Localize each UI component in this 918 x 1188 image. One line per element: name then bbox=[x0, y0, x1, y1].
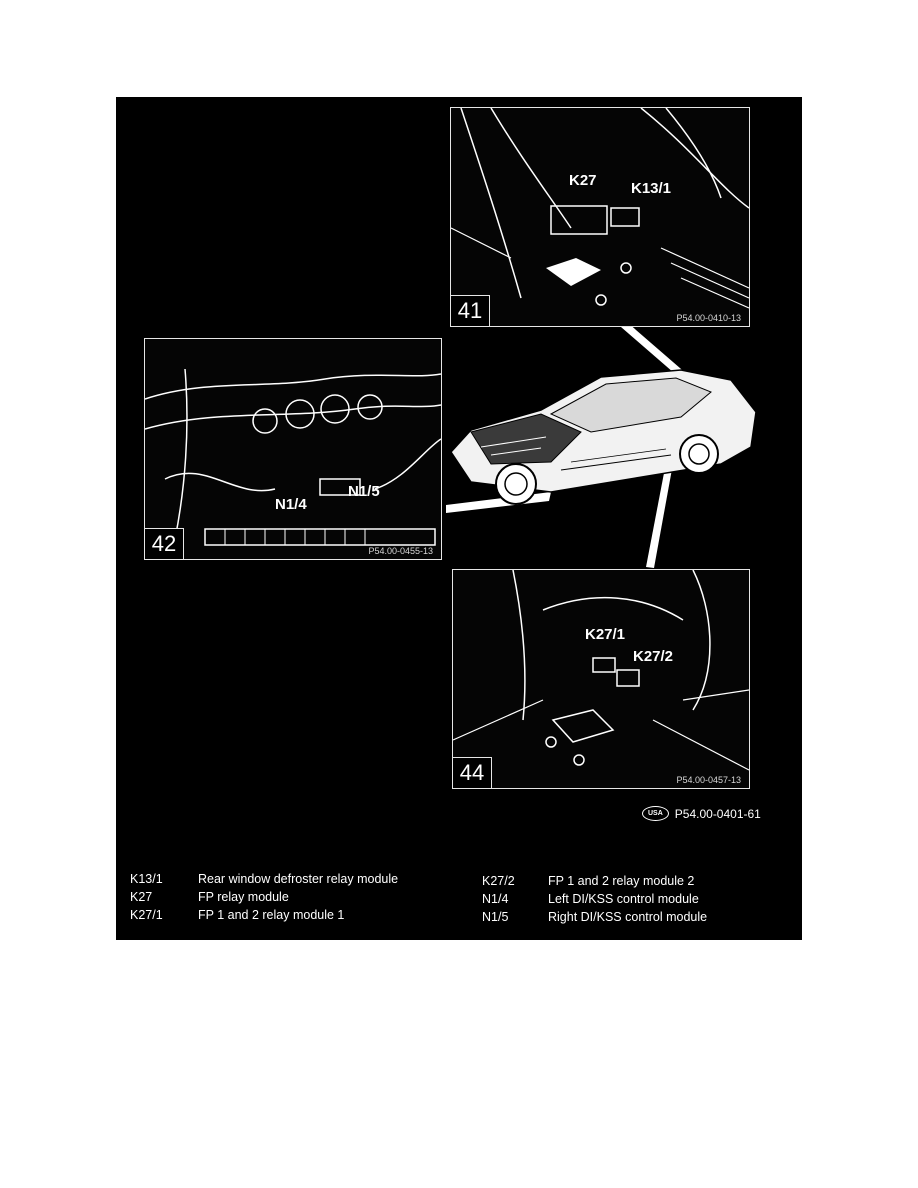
photo-44-illustration bbox=[453, 570, 749, 771]
photo-number: 41 bbox=[451, 295, 490, 326]
callout-k27-2: K27/2 bbox=[633, 648, 674, 665]
photo-41-illustration bbox=[451, 108, 749, 309]
legend-description: Right DI/KSS control module bbox=[548, 910, 708, 924]
legend-description: FP 1 and 2 relay module 1 bbox=[198, 908, 345, 922]
callout-n1-5: N1/5 bbox=[348, 483, 380, 500]
legend-code: N1/4 bbox=[482, 892, 509, 906]
photo-44: K27/1 K27/2 44 P54.00-0457-13 bbox=[452, 569, 750, 789]
photo-42-illustration bbox=[145, 368, 441, 546]
legend-code: K27 bbox=[130, 890, 153, 904]
photo-41: K27 K13/1 41 P54.00-0410-13 bbox=[450, 107, 750, 327]
photo-number: 44 bbox=[453, 757, 492, 788]
callout-k13-1: K13/1 bbox=[631, 180, 672, 197]
legend-code: K27/2 bbox=[482, 874, 515, 888]
legend-description: FP relay module bbox=[198, 890, 289, 904]
photo-code: P54.00-0455-13 bbox=[368, 546, 433, 556]
legend-code: N1/5 bbox=[482, 910, 509, 924]
region-badge: USA bbox=[642, 806, 669, 821]
figure-reference: USA P54.00-0401-61 bbox=[642, 806, 761, 821]
photo-code: P54.00-0457-13 bbox=[676, 775, 741, 785]
legend-description: Left DI/KSS control module bbox=[548, 892, 699, 906]
photo-42: N1/4 N1/5 42 P54.00-0455-13 bbox=[144, 338, 442, 560]
legend-description: Rear window defroster relay module bbox=[198, 872, 399, 886]
legend-description: FP 1 and 2 relay module 2 bbox=[548, 874, 695, 888]
car-illustration bbox=[450, 369, 757, 505]
legend-code: K27/1 bbox=[130, 908, 163, 922]
callout-k27: K27 bbox=[569, 172, 597, 189]
figure-panel: K27 K13/1 41 P54.00-0410-13 N1/ bbox=[116, 97, 802, 940]
callout-k27-1: K27/1 bbox=[585, 626, 626, 643]
photo-code: P54.00-0410-13 bbox=[676, 313, 741, 323]
photo-number: 42 bbox=[145, 528, 184, 559]
reference-code: P54.00-0401-61 bbox=[674, 806, 761, 821]
callout-n1-4: N1/4 bbox=[275, 496, 307, 513]
legend-code: K13/1 bbox=[130, 872, 163, 886]
